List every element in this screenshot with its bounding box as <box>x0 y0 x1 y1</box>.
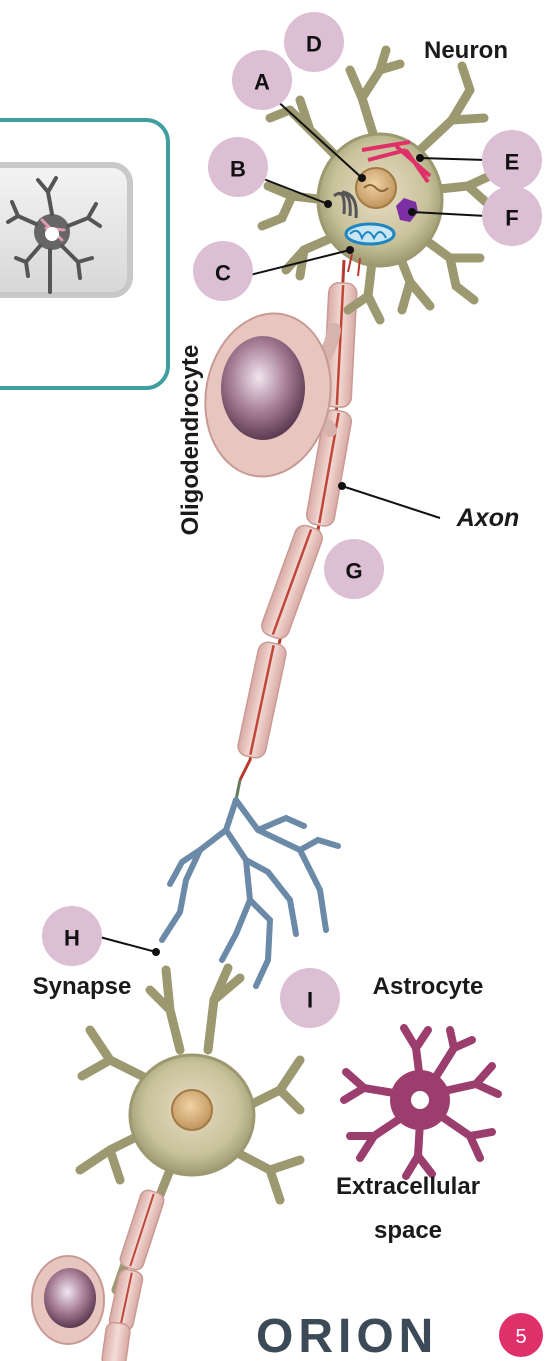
svg-text:ORION: ORION <box>256 1310 438 1361</box>
label-oligodendrocyte: Oligodendrocyte <box>177 345 204 536</box>
marker-e: E <box>482 130 542 190</box>
marker-a: A <box>232 50 292 110</box>
page-number-badge: 5 <box>499 1313 543 1357</box>
label-extracellular: Extracellular <box>336 1173 480 1200</box>
svg-text:C: C <box>215 261 231 286</box>
astrocyte <box>344 1028 498 1176</box>
svg-text:I: I <box>307 988 313 1013</box>
axon-terminal <box>162 800 338 986</box>
svg-text:H: H <box>64 926 80 951</box>
label-synapse: Synapse <box>33 973 132 1000</box>
marker-c: C <box>193 241 253 301</box>
label-axon: Axon <box>456 504 520 532</box>
label-astrocyte: Astrocyte <box>373 973 484 1000</box>
neuron-soma <box>262 50 494 320</box>
marker-i: I <box>280 968 340 1028</box>
svg-text:E: E <box>505 150 520 175</box>
marker-b: B <box>208 137 268 197</box>
svg-text:F: F <box>505 206 518 231</box>
svg-text:5: 5 <box>515 1326 526 1348</box>
mitochondrion <box>346 224 394 244</box>
label-neuron: Neuron <box>424 37 508 64</box>
svg-text:D: D <box>306 32 322 57</box>
inset-frame <box>0 120 168 388</box>
lower-neuron <box>32 968 300 1361</box>
svg-text:G: G <box>345 559 362 584</box>
svg-text:A: A <box>254 70 270 95</box>
marker-g: G <box>324 539 384 599</box>
orion-logo: ORION <box>256 1310 438 1361</box>
marker-f: F <box>482 186 542 246</box>
marker-h: H <box>42 906 102 966</box>
label-space: space <box>374 1217 442 1244</box>
svg-text:B: B <box>230 157 246 182</box>
marker-d: D <box>284 12 344 72</box>
